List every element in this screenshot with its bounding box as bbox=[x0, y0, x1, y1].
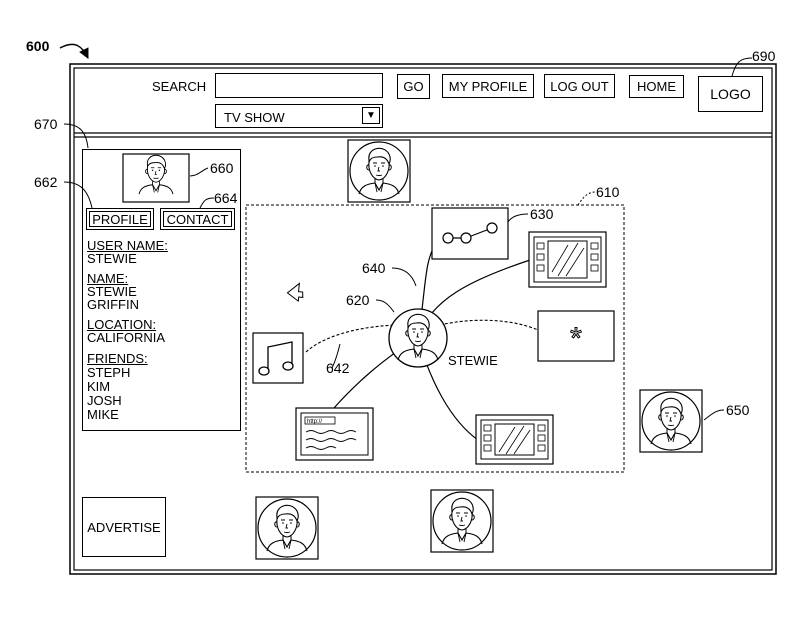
friend-avatar[interactable] bbox=[431, 490, 493, 552]
name-label: NAME: bbox=[87, 271, 129, 286]
ref-600: 600 bbox=[26, 38, 50, 54]
friend-avatar[interactable] bbox=[348, 140, 410, 202]
video-player-icon[interactable] bbox=[528, 231, 607, 288]
my-profile-button[interactable]: MY PROFILE bbox=[442, 74, 534, 98]
name-last-value: GRIFFIN bbox=[87, 297, 139, 312]
share-nodes-icon[interactable] bbox=[431, 207, 509, 260]
ref-630: 630 bbox=[530, 206, 554, 222]
ref-670: 670 bbox=[34, 116, 58, 132]
search-input[interactable] bbox=[215, 73, 383, 98]
friend-avatar[interactable] bbox=[640, 390, 702, 452]
ref-662: 662 bbox=[34, 174, 58, 190]
chevron-down-icon: ▼ bbox=[366, 110, 376, 121]
center-user-avatar[interactable] bbox=[389, 309, 447, 367]
home-button[interactable]: HOME bbox=[629, 75, 684, 98]
ref-642: 642 bbox=[326, 360, 350, 376]
contact-tab-button[interactable]: CONTACT bbox=[160, 208, 235, 230]
category-dropdown[interactable]: TV SHOW ▼ bbox=[215, 104, 383, 128]
ref-664: 664 bbox=[214, 190, 238, 206]
ref-620: 620 bbox=[346, 292, 370, 308]
ref-640: 640 bbox=[362, 260, 386, 276]
ref-610: 610 bbox=[596, 184, 620, 200]
cursor-arrow-icon bbox=[286, 282, 304, 303]
ref-660: 660 bbox=[210, 160, 234, 176]
user-name-label: USER NAME: bbox=[87, 238, 168, 253]
video-player-icon[interactable] bbox=[475, 414, 554, 465]
friend-item[interactable]: STEPH bbox=[87, 365, 131, 380]
profile-photo[interactable] bbox=[123, 154, 189, 202]
web-page-icon[interactable]: http:// bbox=[295, 407, 374, 461]
asterisk-icon[interactable]: * bbox=[537, 310, 615, 362]
friends-label: FRIENDS: bbox=[87, 351, 148, 366]
profile-panel bbox=[82, 149, 241, 431]
ref-690: 690 bbox=[752, 48, 776, 64]
location-label: LOCATION: bbox=[87, 317, 157, 332]
music-note-icon[interactable] bbox=[252, 332, 304, 384]
center-user-label: STEWIE bbox=[448, 353, 498, 368]
friend-item[interactable]: KIM bbox=[87, 379, 111, 394]
advertise-box[interactable]: ADVERTISE bbox=[82, 497, 166, 557]
name-first-value: STEWIE bbox=[87, 284, 137, 299]
friend-item[interactable]: MIKE bbox=[87, 407, 119, 422]
friend-item[interactable]: JOSH bbox=[87, 393, 122, 408]
friend-avatar[interactable] bbox=[256, 497, 318, 559]
user-name-value: STEWIE bbox=[87, 251, 137, 266]
web-page-url: http:// bbox=[307, 419, 322, 425]
dropdown-arrow-button[interactable]: ▼ bbox=[362, 107, 380, 124]
go-button[interactable]: GO bbox=[397, 74, 430, 99]
location-value: CALIFORNIA bbox=[87, 330, 166, 345]
category-selected-value: TV SHOW bbox=[224, 110, 285, 125]
search-label: SEARCH bbox=[152, 79, 207, 94]
svg-text:*: * bbox=[570, 322, 582, 355]
profile-tab-button[interactable]: PROFILE bbox=[86, 208, 154, 230]
logo[interactable]: LOGO bbox=[698, 76, 763, 112]
ref-650: 650 bbox=[726, 402, 750, 418]
log-out-button[interactable]: LOG OUT bbox=[544, 74, 615, 98]
